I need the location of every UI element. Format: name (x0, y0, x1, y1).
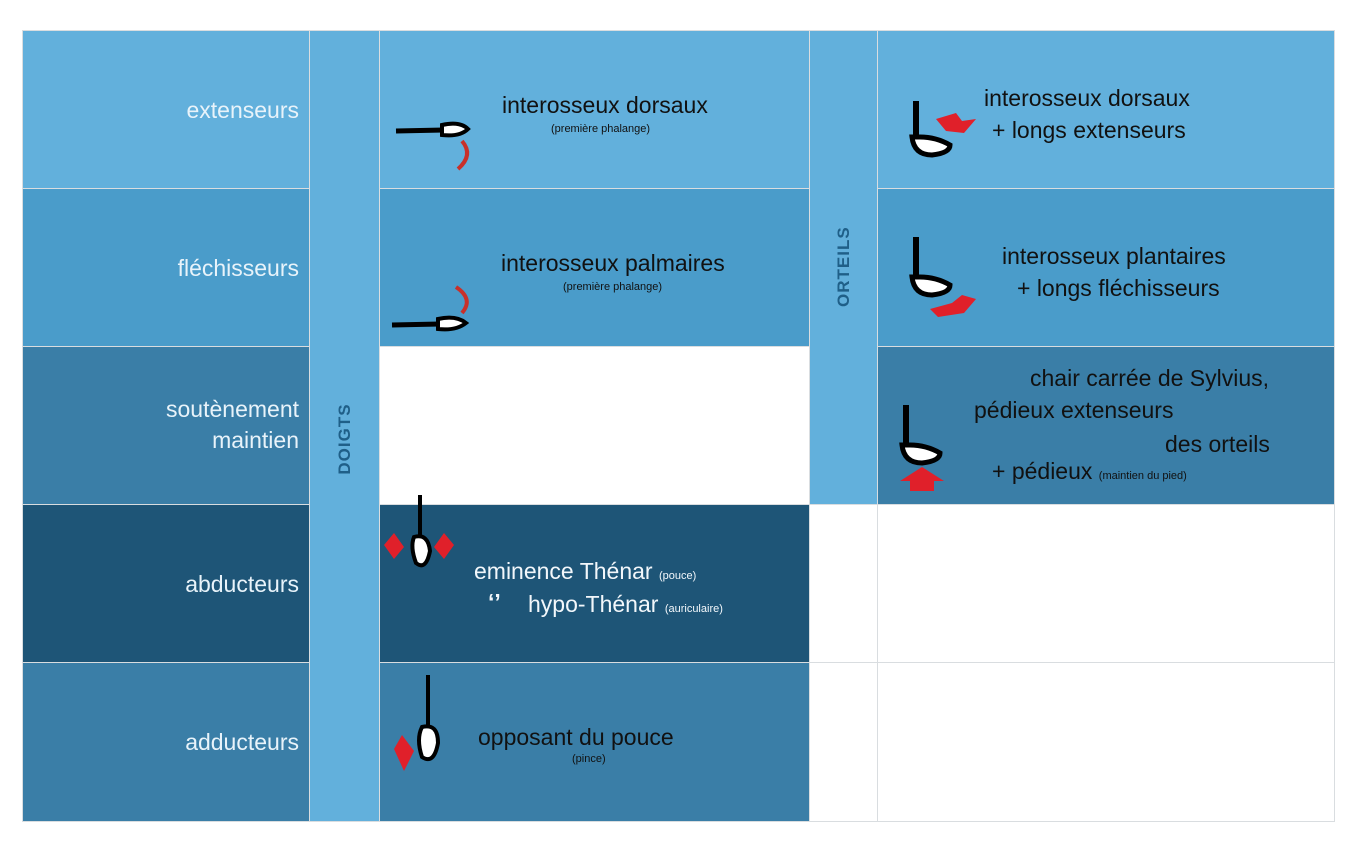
orteils-abducteurs-empty (877, 504, 1335, 663)
column-label-doigts: DOIGTS (335, 403, 354, 475)
row-label-adducteurs: adducteurs (185, 729, 299, 755)
thenar-text: eminence Thénar (474, 558, 653, 584)
hypothenar-text: hypo-Thénar (528, 591, 659, 617)
doigts-flechisseurs-cell: interosseux palmaires (première phalange… (379, 188, 810, 347)
doigts-abducteurs-line2: hypo-Thénar (auriculaire) (528, 591, 723, 622)
row-label-maintien: maintien (212, 427, 299, 453)
orteils-flechisseurs-cell: interosseux plantaires + longs fléchisse… (877, 188, 1335, 347)
foot-support-icon (899, 405, 944, 491)
doigts-flechisseurs-text: interosseux palmaires (501, 250, 725, 276)
doigts-adducteurs-cell: opposant du pouce (pince) (379, 662, 810, 822)
row-label-cell-abducteurs: abducteurs (22, 504, 310, 663)
muscle-function-table: extenseurs fléchisseurs soutènement main… (22, 30, 1335, 822)
column-header-orteils: ORTEILS (809, 30, 878, 505)
row-label-cell-extenseurs: extenseurs (22, 30, 310, 189)
finger-flexion-icon (391, 285, 470, 332)
row-label-extenseurs: extenseurs (186, 97, 299, 123)
doigts-extenseurs-cell: interosseux dorsaux (première phalange) (379, 30, 810, 189)
thumb-opposition-icon (394, 675, 441, 771)
doigts-adducteurs-text: opposant du pouce (478, 724, 674, 750)
doigts-extenseurs-text: interosseux dorsaux (502, 92, 708, 118)
pedieux-text: + pédieux (992, 458, 1093, 484)
orteils-soutenement-line2: pédieux extenseurs (974, 397, 1174, 423)
column-header-doigts: DOIGTS (309, 30, 380, 822)
finger-extension-icon (395, 121, 471, 171)
orteils-soutenement-line3: des orteils (1165, 431, 1270, 457)
doigts-flechisseurs-sub: (première phalange) (563, 281, 663, 293)
orteils-soutenement-cell: chair carrée de Sylvius, pédieux extense… (877, 346, 1335, 505)
orteils-header-adducteurs-empty (809, 662, 878, 822)
pedieux-sub: (maintien du pied) (1098, 470, 1187, 482)
orteils-header-abducteurs-empty (809, 504, 878, 663)
thenar-sub: (pouce) (658, 570, 697, 582)
orteils-adducteurs-empty (877, 662, 1335, 822)
toe-extension-icon (909, 101, 976, 158)
doigts-extenseurs-sub: (première phalange) (551, 123, 651, 135)
orteils-extenseurs-line1: interosseux dorsaux (984, 85, 1190, 111)
orteils-extenseurs-cell: interosseux dorsaux + longs extenseurs (877, 30, 1335, 189)
row-label-flechisseurs: fléchisseurs (177, 255, 299, 281)
toe-flexion-icon (909, 237, 976, 317)
orteils-soutenement-line4: + pédieux (maintien du pied) (992, 458, 1187, 489)
orteils-flechisseurs-line1: interosseux plantaires (1002, 243, 1226, 269)
row-label-soutenement: soutènement (166, 396, 299, 422)
hypothenar-sub: (auriculaire) (664, 603, 723, 615)
row-label-cell-flechisseurs: fléchisseurs (22, 188, 310, 347)
orteils-soutenement-line1: chair carrée de Sylvius, (1030, 365, 1270, 391)
doigts-soutenement-cell (379, 346, 810, 505)
column-label-orteils: ORTEILS (834, 226, 853, 307)
doigts-abducteurs-cell: eminence Thénar (pouce) ‘’ hypo-Thénar (… (379, 495, 810, 663)
doigts-abducteurs-ditto: ‘’ (488, 589, 501, 615)
row-label-abducteurs: abducteurs (185, 571, 299, 597)
row-label-cell-soutenement: soutènement maintien (22, 346, 310, 505)
orteils-flechisseurs-line2: + longs fléchisseurs (1017, 275, 1220, 301)
orteils-extenseurs-line2: + longs extenseurs (992, 117, 1186, 143)
hand-abduction-icon (384, 495, 454, 568)
doigts-abducteurs-line1: eminence Thénar (pouce) (474, 558, 696, 589)
doigts-adducteurs-sub: (pince) (572, 753, 606, 765)
row-label-cell-adducteurs: adducteurs (22, 662, 310, 822)
